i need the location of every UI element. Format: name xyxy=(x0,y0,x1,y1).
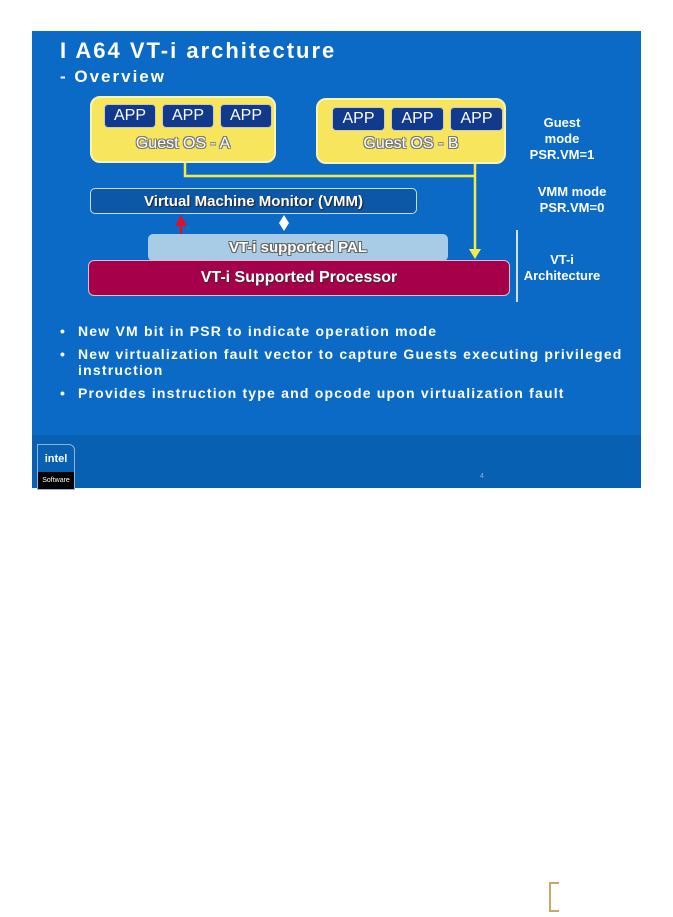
vmm-pal-link-icon xyxy=(279,215,289,231)
bullet-item: Provides instruction type and opcode upo… xyxy=(60,385,630,401)
guest-trap-line xyxy=(183,163,475,178)
ostc-line2: Technology xyxy=(560,889,635,905)
slide-footer: intel Software Open Source Technology Ce… xyxy=(32,435,641,914)
guest-mode-line: PSR.VM=1 xyxy=(529,147,595,162)
page-number: 4 xyxy=(480,473,484,480)
architecture-line: Architecture xyxy=(523,268,601,283)
app-box: APP xyxy=(391,107,444,131)
ostc-logo: Open Source Technology Center xyxy=(549,879,639,917)
guest-os-b-box: APP APP APP Guest OS - B xyxy=(316,98,506,164)
slide: I A64 VT-i architecture - Overview APP A… xyxy=(32,31,641,914)
ostc-bracket-icon xyxy=(549,882,559,912)
vmm-mode-line: PSR.VM=0 xyxy=(539,200,605,215)
guest-os-a-box: APP APP APP Guest OS - A xyxy=(90,96,276,163)
architecture-line: VT-i xyxy=(550,252,574,267)
ostc-line1: Open Source xyxy=(566,879,620,889)
vmm-mode-label: VMM mode PSR.VM=0 xyxy=(528,184,616,216)
pal-box: VT-i supported PAL xyxy=(148,234,448,261)
intel-software-logo: intel Software xyxy=(37,444,75,490)
bullet-item: New VM bit in PSR to indicate operation … xyxy=(60,323,630,339)
architecture-label: VT-i Architecture xyxy=(517,252,607,284)
app-box: APP xyxy=(220,104,272,128)
guest-os-a-label: Guest OS - A xyxy=(135,135,231,152)
vmm-box: Virtual Machine Monitor (VMM) xyxy=(90,188,417,214)
slide-subtitle: - Overview xyxy=(60,67,166,86)
app-box: APP xyxy=(104,104,156,128)
app-box: APP xyxy=(450,107,503,131)
guest-mode-label: Guest mode PSR.VM=1 xyxy=(522,115,602,163)
vmm-mode-line: VMM mode xyxy=(537,184,607,199)
guest-mode-line: mode xyxy=(544,131,580,146)
fault-arrowhead xyxy=(175,215,187,226)
ostc-line3: Center xyxy=(584,904,612,914)
processor-box: VT-i Supported Processor xyxy=(88,260,510,296)
app-box: APP xyxy=(332,107,385,131)
guest-os-b-label: Guest OS - B xyxy=(363,135,459,152)
intel-logo-icon: intel xyxy=(44,452,68,465)
bullet-item: New virtualization fault vector to captu… xyxy=(60,346,630,378)
slide-title: I A64 VT-i architecture xyxy=(60,38,337,63)
intel-logo-tagline: Software xyxy=(38,472,74,489)
guest-mode-line: Guest xyxy=(543,115,581,130)
bullet-list: New VM bit in PSR to indicate operation … xyxy=(60,323,630,408)
app-box: APP xyxy=(162,104,214,128)
guest-trap-arrowhead xyxy=(469,249,481,259)
architecture-divider xyxy=(516,230,518,302)
